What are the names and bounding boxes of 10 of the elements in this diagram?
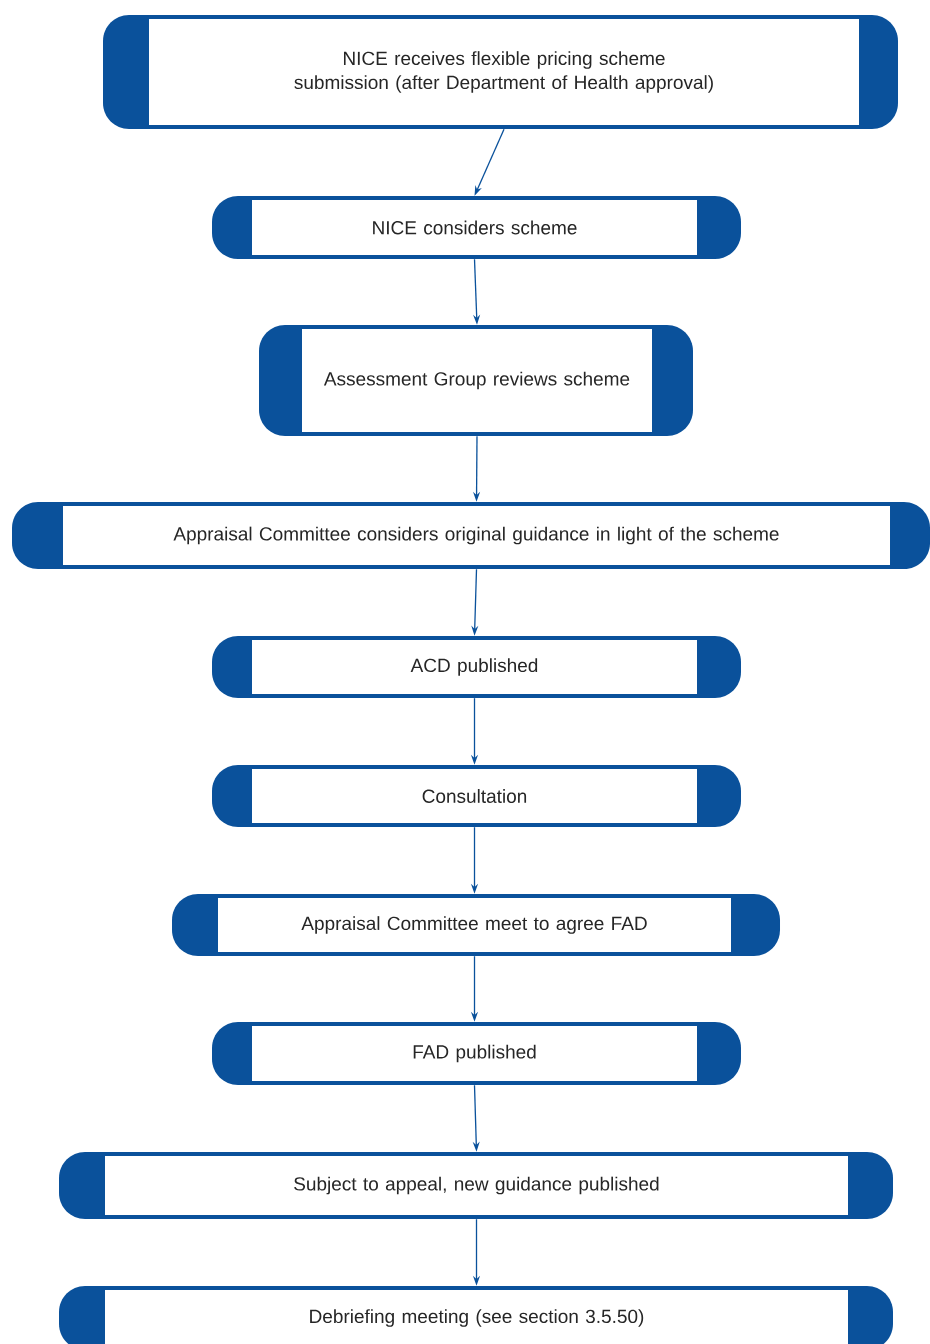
process-box: Consultation <box>212 765 741 827</box>
process-box: Subject to appeal, new guidance published <box>59 1152 893 1219</box>
process-box: Assessment Group reviews scheme <box>259 325 693 436</box>
process-box: ACD published <box>212 636 741 698</box>
process-box: NICE considers scheme <box>212 196 741 259</box>
process-box: FAD published <box>212 1022 741 1085</box>
process-box: NICE receives flexible pricing scheme submission (after Department of Health approval) <box>103 15 898 129</box>
process-box: Appraisal Committee meet to agree FAD <box>172 894 780 956</box>
process-box: Appraisal Committee considers original guidance in light of the scheme <box>12 502 930 569</box>
process-box: Debriefing meeting (see section 3.5.50) <box>59 1286 893 1344</box>
